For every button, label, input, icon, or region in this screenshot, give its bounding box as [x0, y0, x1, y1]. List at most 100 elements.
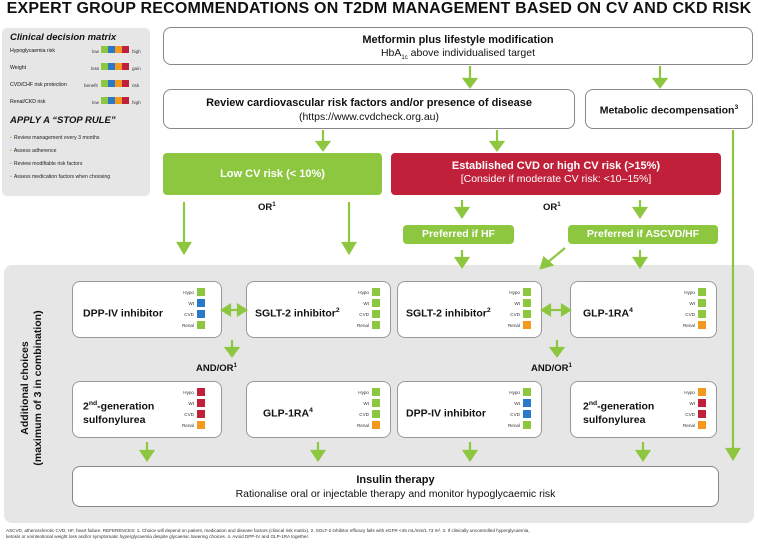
- matrix-bar-hypo: [101, 46, 129, 53]
- page-title: EXPERT GROUP RECOMMENDATIONS ON T2DM MAN…: [6, 0, 752, 17]
- indicator-group: Hypo Wt CVD Renal: [498, 288, 531, 329]
- insulin-subtitle: Rationalise oral or injectable therapy a…: [235, 488, 556, 500]
- arrowhead: [725, 447, 741, 462]
- drug-box-dpp-right: DPP-IV inhibitor Hypo Wt CVD Renal: [397, 381, 542, 438]
- hypo-indicator: [523, 388, 531, 396]
- metformin-box: Metformin plus lifestyle modification Hb…: [163, 27, 753, 65]
- arrowhead: [223, 346, 241, 358]
- low-cv-risk-box: Low CV risk (< 10%): [163, 153, 382, 195]
- drug-box-sglt2-left: SGLT-2 inhibitor2 Hypo Wt CVD Renal: [246, 281, 391, 338]
- arrowhead: [176, 241, 192, 256]
- arrowhead: [314, 140, 332, 152]
- review-url: (https://www.cvdcheck.org.au): [298, 111, 440, 123]
- matrix-bar-renal: [101, 97, 129, 104]
- preferred-ascvd-box: Preferred if ASCVD/HF: [568, 225, 718, 244]
- weight-indicator: [698, 299, 706, 307]
- renal-indicator: [197, 321, 205, 329]
- matrix-label-hypo: Hypoglycaemia risk: [10, 48, 55, 54]
- matrix-low-renal: low: [92, 100, 99, 105]
- drug-name: SGLT-2 inhibitor2: [406, 307, 491, 320]
- renal-indicator: [698, 421, 706, 429]
- high-cv-title: Established CVD or high CV risk (>15%): [451, 160, 661, 172]
- matrix-low-weight: loss: [91, 66, 100, 71]
- stop-rule-item: •Assess adherence: [10, 148, 57, 154]
- arrowhead: [309, 449, 327, 462]
- arrowhead: [453, 206, 471, 219]
- drug-name: SGLT-2 inhibitor2: [255, 307, 340, 320]
- renal-indicator: [372, 321, 380, 329]
- indicator-group: Hypo Wt CVD Renal: [347, 288, 380, 329]
- andor-label-left: AND/OR1: [196, 362, 237, 375]
- renal-indicator: [523, 321, 531, 329]
- footnote: ASCVD, atherosclerotic CVD; HF, heart fa…: [6, 528, 530, 539]
- drug-box-sglt2-right: SGLT-2 inhibitor2 Hypo Wt CVD Renal: [397, 281, 542, 338]
- arrowhead: [461, 449, 479, 462]
- insulin-box: Insulin therapy Rationalise oral or inje…: [72, 466, 719, 507]
- arrowhead: [138, 449, 156, 462]
- arrowhead: [236, 303, 249, 317]
- cvd-indicator: [698, 310, 706, 318]
- matrix-label-renal: Renal/CKD risk: [10, 99, 46, 105]
- drug-box-dpp-left: DPP-IV inhibitor Hypo Wt CVD Renal: [72, 281, 222, 338]
- renal-indicator: [372, 421, 380, 429]
- metformin-subtitle: HbA1c above individualised target: [380, 47, 536, 62]
- matrix-bar-weight: [101, 63, 129, 70]
- arrowhead: [539, 256, 555, 270]
- cvd-indicator: [523, 310, 531, 318]
- preferred-hf-box: Preferred if HF: [403, 225, 514, 244]
- indicator-group: Hypo Wt CVD Renal: [347, 388, 380, 429]
- arrowhead: [453, 256, 471, 269]
- low-cv-title: Low CV risk (< 10%): [220, 168, 325, 180]
- matrix-label-cvd: CVD/CHF risk protection: [10, 82, 67, 88]
- metformin-title: Metformin plus lifestyle modification: [362, 34, 554, 46]
- hypo-indicator: [698, 388, 706, 396]
- cvd-indicator: [698, 410, 706, 418]
- arrowhead: [548, 346, 566, 358]
- hypo-indicator: [523, 288, 531, 296]
- indicator-group: Hypo Wt CVD Renal: [673, 388, 706, 429]
- arrowhead: [539, 303, 552, 317]
- metabolic-box: Metabolic decompensation3: [585, 89, 753, 129]
- weight-indicator: [197, 299, 205, 307]
- stop-rule-item: •Review modifiable risk factors: [10, 161, 83, 167]
- arrowhead: [461, 77, 479, 89]
- high-cv-risk-box: Established CVD or high CV risk (>15%) […: [391, 153, 721, 195]
- matrix-bar-cvd: [101, 80, 129, 87]
- weight-indicator: [698, 399, 706, 407]
- matrix-high-cvd: risk: [132, 83, 140, 88]
- drug-name: GLP-1RA4: [583, 307, 633, 320]
- stop-rule-item: •Assess medication factors when choosing: [10, 174, 111, 180]
- renal-indicator: [523, 421, 531, 429]
- andor-label-right: AND/OR1: [531, 362, 572, 375]
- hypo-indicator: [372, 388, 380, 396]
- drug-name: DPP-IV inhibitor: [83, 307, 163, 320]
- matrix-high-renal: high: [132, 100, 141, 105]
- matrix-low-hypo: low: [92, 49, 99, 54]
- cvd-indicator: [197, 310, 205, 318]
- arrowhead: [634, 449, 652, 462]
- weight-indicator: [523, 399, 531, 407]
- matrix-high-hypo: high: [132, 49, 141, 54]
- drug-box-glp1-left: GLP-1RA4 Hypo Wt CVD Renal: [246, 381, 391, 438]
- arrowhead: [341, 241, 357, 256]
- matrix-heading: Clinical decision matrix: [10, 32, 117, 43]
- hypo-indicator: [372, 288, 380, 296]
- indicator-group: Hypo Wt CVD Renal: [172, 288, 205, 329]
- weight-indicator: [372, 399, 380, 407]
- drug-box-glp1-right: GLP-1RA4 Hypo Wt CVD Renal: [570, 281, 717, 338]
- indicator-group: Hypo Wt CVD Renal: [498, 388, 531, 429]
- indicator-group: Hypo Wt CVD Renal: [673, 288, 706, 329]
- arrowhead: [631, 256, 649, 269]
- cvd-indicator: [523, 410, 531, 418]
- arrowhead: [560, 303, 573, 317]
- arrowhead: [488, 140, 506, 152]
- cvd-indicator: [197, 410, 205, 418]
- weight-indicator: [372, 299, 380, 307]
- decision-panel: [2, 28, 150, 196]
- arrow: [547, 247, 566, 263]
